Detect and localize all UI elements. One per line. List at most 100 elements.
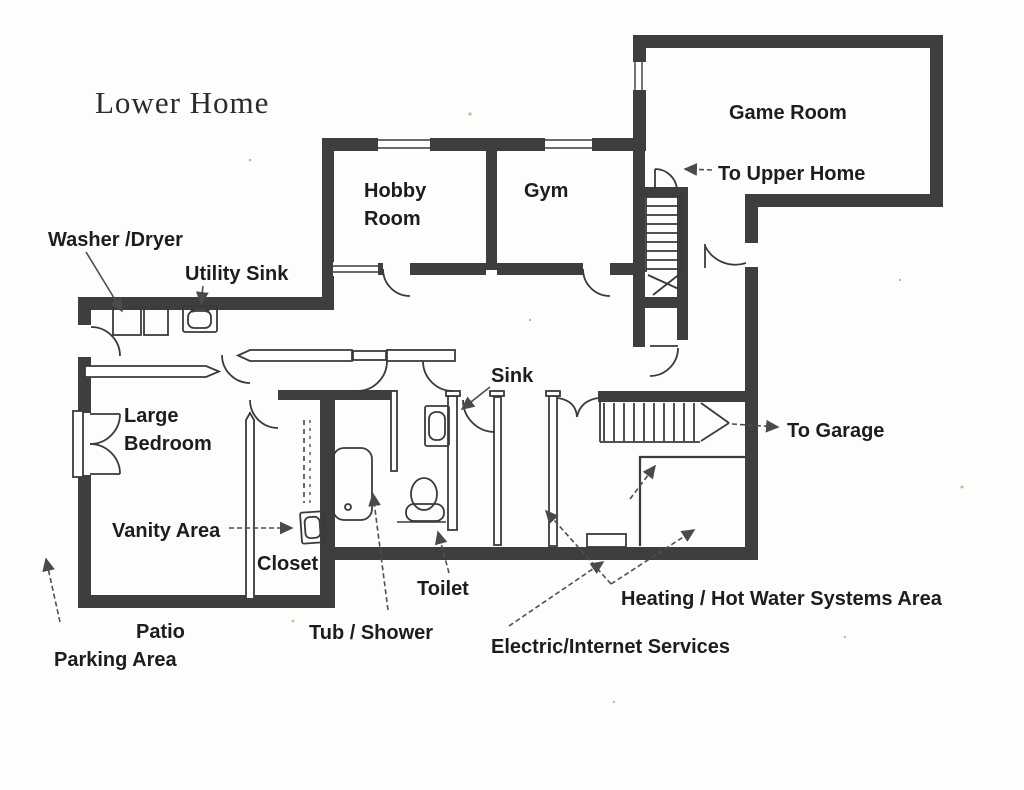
wall-corridor-south-right [386, 349, 456, 362]
utility-sink-fixture [182, 305, 218, 333]
toilet-arrow [434, 530, 450, 574]
label-heating: Heating / Hot Water Systems Area [621, 588, 943, 610]
french-door-frame [72, 410, 84, 478]
wall-segment [322, 263, 333, 275]
wall-segment [633, 151, 645, 347]
wall-segment [598, 391, 747, 402]
label-tub-shower: Tub / Shower [309, 622, 433, 644]
door-arc-vanity-hall [356, 360, 388, 392]
french-door [89, 413, 121, 475]
stair-break-symbol [647, 272, 682, 296]
doors [89, 168, 747, 475]
washer-dryer-arrow [85, 251, 123, 313]
wall-jamb [545, 390, 561, 397]
door-stair-hall [649, 345, 679, 377]
vanity-sink-fixture [299, 510, 326, 545]
door-stairs-top [654, 168, 678, 191]
label-to-upper-home: To Upper Home [718, 163, 865, 185]
scan-speckles [248, 112, 964, 704]
page-title: Lower Home [95, 85, 269, 120]
wall-mech-right [548, 395, 558, 547]
heating-enclosure [638, 455, 745, 546]
parking-arrow [42, 557, 61, 623]
wall-segment [486, 142, 497, 270]
wall-segment [745, 267, 758, 560]
wall-segment [327, 547, 758, 560]
wall-closet [245, 411, 255, 598]
door-leaf [352, 350, 387, 361]
door-arc-gym [582, 268, 611, 297]
wall-segment [78, 475, 91, 608]
wall-segment [278, 390, 397, 400]
label-toilet: Toilet [417, 578, 469, 600]
wall-segment [643, 297, 688, 308]
wall-segment [592, 138, 640, 151]
wall-mech-left [493, 396, 502, 546]
window [631, 62, 646, 90]
room-label-gym: Gym [524, 180, 568, 202]
wall-segment [633, 35, 943, 48]
toilet-fixture [405, 477, 445, 522]
windows [333, 62, 646, 276]
stairs-to-garage [599, 402, 730, 443]
stair-break-symbol [700, 402, 730, 442]
walls [78, 35, 943, 608]
wall-segment [410, 263, 486, 275]
wall-segment [322, 138, 334, 310]
wall-segment [78, 297, 91, 325]
wall-segment [633, 35, 646, 63]
room-label-patio: Patio [136, 621, 185, 643]
wall-segment [322, 138, 378, 151]
leader-arrows [42, 163, 780, 627]
wall-bath-partition [390, 390, 398, 472]
wall-segment [497, 263, 583, 275]
wall-bedroom-north [84, 365, 222, 378]
room-label-parking: Parking Area [54, 649, 178, 671]
electric-arrow [508, 561, 605, 627]
window [545, 137, 592, 152]
label-vanity-area: Vanity Area [112, 520, 221, 542]
room-label-hobby-line1: Hobby [364, 180, 427, 202]
window [333, 262, 378, 276]
wall-segment [378, 263, 383, 275]
electric-panel [586, 533, 627, 548]
wall-segment [633, 89, 646, 151]
room-label-bedroom-line1: Large [124, 405, 178, 427]
wall-jamb [489, 390, 505, 397]
room-label-bedroom-line2: Bedroom [124, 433, 212, 455]
door-right-wall [704, 244, 747, 268]
label-to-garage: To Garage [787, 420, 884, 442]
wall-segment [745, 194, 943, 207]
room-label-hobby-line2: Room [364, 208, 421, 230]
door-arc-hobby [382, 268, 411, 297]
window [378, 137, 430, 152]
door-arc-bedroom [221, 354, 251, 384]
fixtures [112, 305, 627, 548]
interior-lines [303, 420, 745, 546]
sink-arrow [460, 386, 491, 410]
label-utility-sink: Utility Sink [185, 263, 289, 285]
tub-shower-arrow [368, 492, 389, 611]
label-electric: Electric/Internet Services [491, 636, 730, 658]
door-arc-closet [249, 399, 279, 429]
tub-fixture [332, 447, 373, 521]
double-door-garage-stairs [557, 397, 599, 418]
bathroom-sink-fixture [424, 405, 450, 447]
heating-arrow-right [610, 529, 696, 585]
to-upper-home-arrow [683, 163, 713, 176]
stairs-to-upper-home [645, 190, 683, 296]
door-arc-hall-east [422, 360, 454, 392]
labels: Washer /Dryer Utility Sink Hobby Room Gy… [48, 102, 943, 671]
washer-dryer-units [112, 307, 169, 336]
utility-sink-arrow [195, 285, 209, 306]
label-washer-dryer: Washer /Dryer [48, 229, 183, 251]
wall-segment [78, 595, 328, 608]
wall-corridor-south-left [235, 349, 353, 362]
wall-segment [645, 187, 677, 197]
heating-arrow-corner [629, 464, 656, 500]
wall-segment [930, 35, 943, 207]
label-sink: Sink [491, 365, 534, 387]
